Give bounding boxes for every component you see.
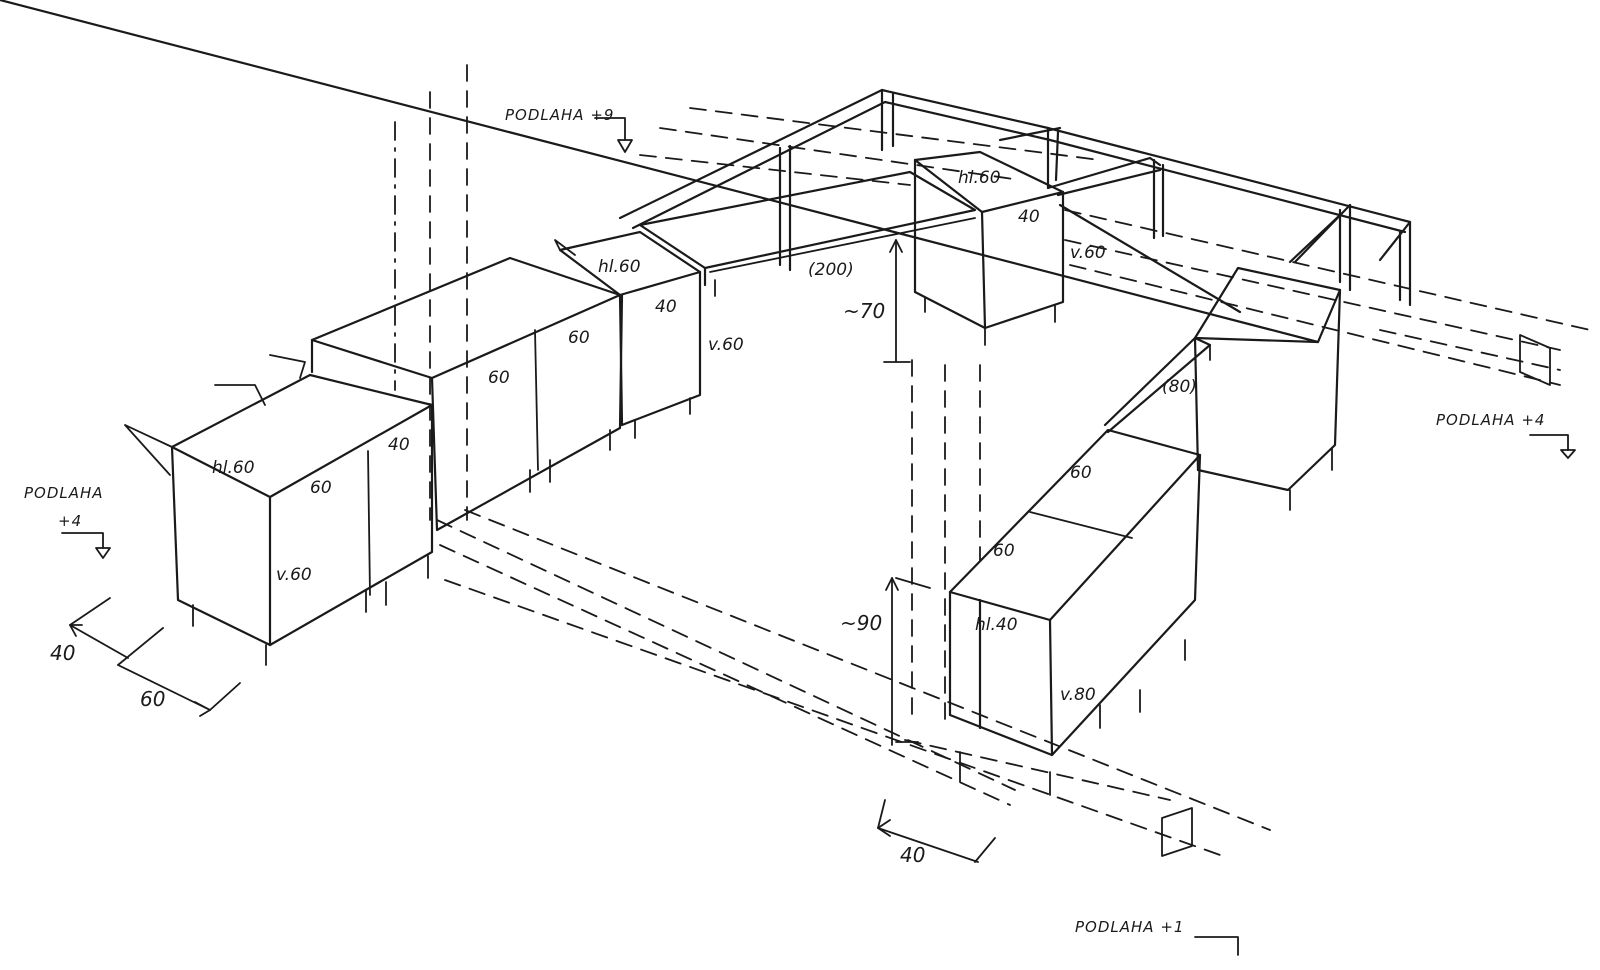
module-left: [124, 354, 434, 666]
mod4-depth-label: hl.60: [958, 168, 1001, 188]
annotations: PODLAHA +9 PODLAHA +4 PODLAHA +4 PODLAHA…: [24, 106, 1545, 936]
dim-bottom-40: 40: [900, 843, 925, 867]
mod4-side-label: 40: [1018, 207, 1040, 227]
floor-label-bottom: PODLAHA +1: [1075, 918, 1184, 936]
floor-label-left-line1: PODLAHA: [24, 484, 104, 502]
dimension-lines: [61, 117, 1576, 956]
mod2-top-b-label: 60: [568, 328, 590, 348]
dim-left-60: 60: [140, 687, 165, 711]
dim-left-40: 40: [50, 641, 75, 665]
module-front: [948, 428, 1202, 796]
span-200-label: (200): [808, 260, 854, 280]
height-70-label: ~70: [843, 299, 885, 323]
module-four: [913, 150, 1065, 346]
floor-label-left-line2: +4: [58, 512, 82, 530]
mod2-top-a-label: 60: [488, 368, 510, 388]
module-three: [554, 230, 702, 439]
height-90-label: ~90: [840, 611, 882, 635]
mod1-top-width-label: 60: [310, 478, 332, 498]
mod3-side-label: 40: [655, 297, 677, 317]
span-80-label: (80): [1162, 377, 1197, 397]
mod3-height-label: v.60: [708, 335, 744, 355]
construction-lines: [394, 64, 1591, 856]
mod1-depth-label: hl.60: [212, 458, 255, 478]
mod4-height-label: v.60: [1070, 243, 1106, 263]
mod5-top-a-label: 60: [1070, 463, 1092, 483]
mod1-height-label: v.60: [276, 565, 312, 585]
mod5-top-b-label: 60: [993, 541, 1015, 561]
mod5-height-label: v.80: [1060, 685, 1096, 705]
pergola-frame: [618, 88, 1412, 314]
floor-label-right: PODLAHA +4: [1436, 411, 1545, 429]
mod5-depth-label: hl.40: [975, 615, 1018, 635]
mod3-depth-label: hl.60: [598, 257, 641, 277]
floor-label-top: PODLAHA +9: [505, 106, 614, 124]
module-right: [0, 0, 1342, 511]
mod1-side-width-label: 40: [388, 435, 410, 455]
